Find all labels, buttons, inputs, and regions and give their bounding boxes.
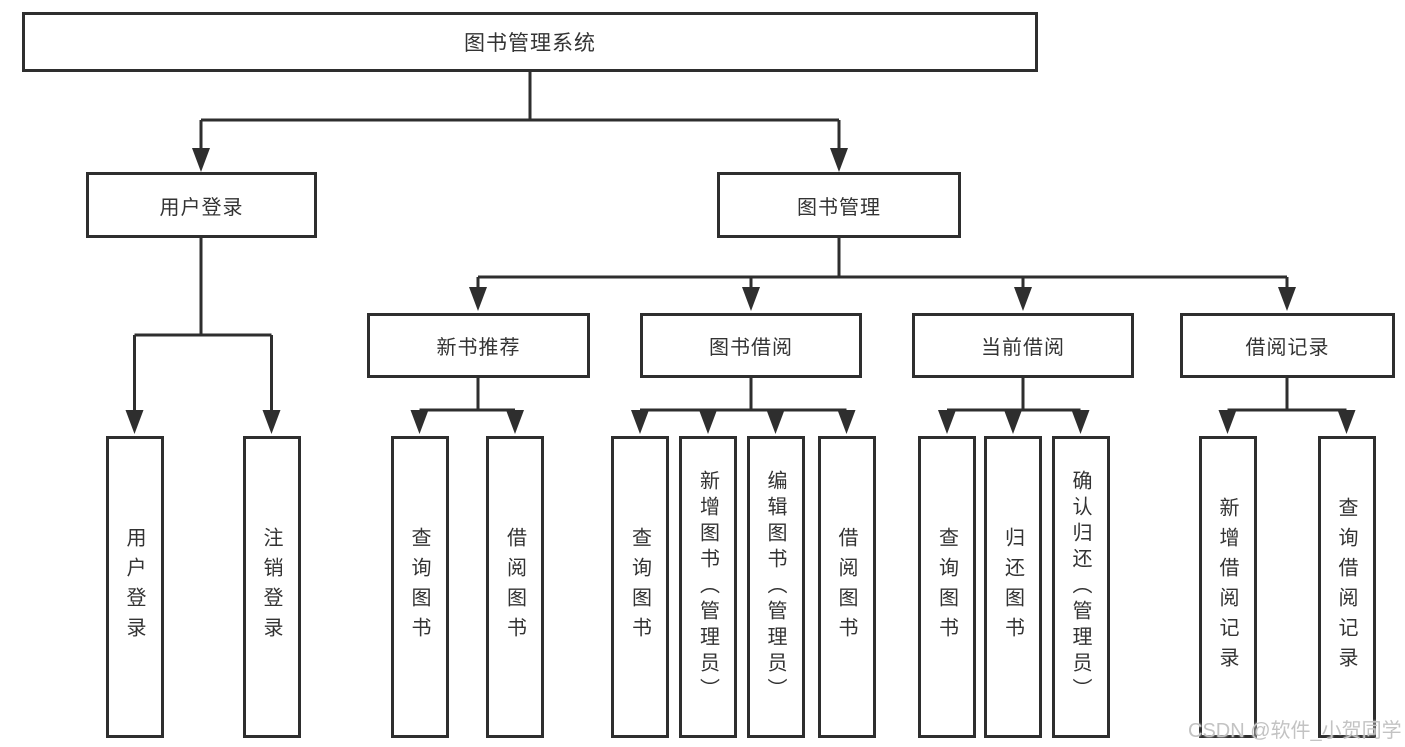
leaf-logout: 注销登录 xyxy=(242,436,301,738)
arrow-down-icon xyxy=(837,410,856,434)
arrow-down-icon xyxy=(830,148,848,172)
arrow-down-icon xyxy=(262,410,281,434)
leaf-current-query-books: 查询图书 xyxy=(918,436,976,738)
arrow-down-icon xyxy=(631,410,649,434)
leaf-borrowing-query-books: 查询图书 xyxy=(611,436,669,738)
arrow-down-icon xyxy=(125,410,144,434)
arrow-down-icon xyxy=(699,410,717,434)
arrowheads xyxy=(125,148,1356,434)
node-borrowing-records: 借阅记录 xyxy=(1180,313,1395,378)
leaf-recommend-query-books: 查询图书 xyxy=(390,436,449,738)
arrow-down-icon xyxy=(938,410,956,434)
arrow-down-icon xyxy=(766,410,785,434)
node-current-borrowing: 当前借阅 xyxy=(912,313,1134,378)
leaf-user-login: 用户登录 xyxy=(105,436,164,738)
arrow-down-icon xyxy=(506,410,524,434)
arrow-down-icon xyxy=(469,287,487,311)
arrow-down-icon xyxy=(1004,410,1022,434)
arrow-down-icon xyxy=(410,410,429,434)
node-user-login: 用户登录 xyxy=(86,172,317,238)
node-book-borrowing: 图书借阅 xyxy=(640,313,862,378)
arrow-down-icon xyxy=(1071,410,1090,434)
arrow-down-icon xyxy=(1337,410,1356,434)
node-root: 图书管理系统 xyxy=(22,12,1038,72)
arrow-down-icon xyxy=(1218,410,1237,434)
leaf-borrowing-edit-books-admin: 编辑图书（管理员） xyxy=(746,436,805,738)
csdn-watermark: CSDN @软件_小贺同学 xyxy=(1188,720,1402,742)
leaf-current-confirm-return-admin: 确认归还（管理员） xyxy=(1051,436,1110,738)
arrow-down-icon xyxy=(192,148,210,172)
leaf-records-query-record: 查询借阅记录 xyxy=(1317,436,1376,738)
node-book-management: 图书管理 xyxy=(717,172,961,238)
connector-lines xyxy=(133,72,1348,416)
leaf-borrowing-borrow-books: 借阅图书 xyxy=(817,436,876,738)
arrow-down-icon xyxy=(1014,287,1032,311)
node-new-book-recommend: 新书推荐 xyxy=(367,313,590,378)
arrow-down-icon xyxy=(742,287,760,311)
leaf-records-add-record: 新增借阅记录 xyxy=(1198,436,1257,738)
leaf-borrowing-add-books-admin: 新增图书（管理员） xyxy=(679,436,737,738)
arrow-down-icon xyxy=(1278,287,1296,311)
leaf-recommend-borrow-books: 借阅图书 xyxy=(486,436,544,738)
leaf-current-return-books: 归还图书 xyxy=(984,436,1042,738)
